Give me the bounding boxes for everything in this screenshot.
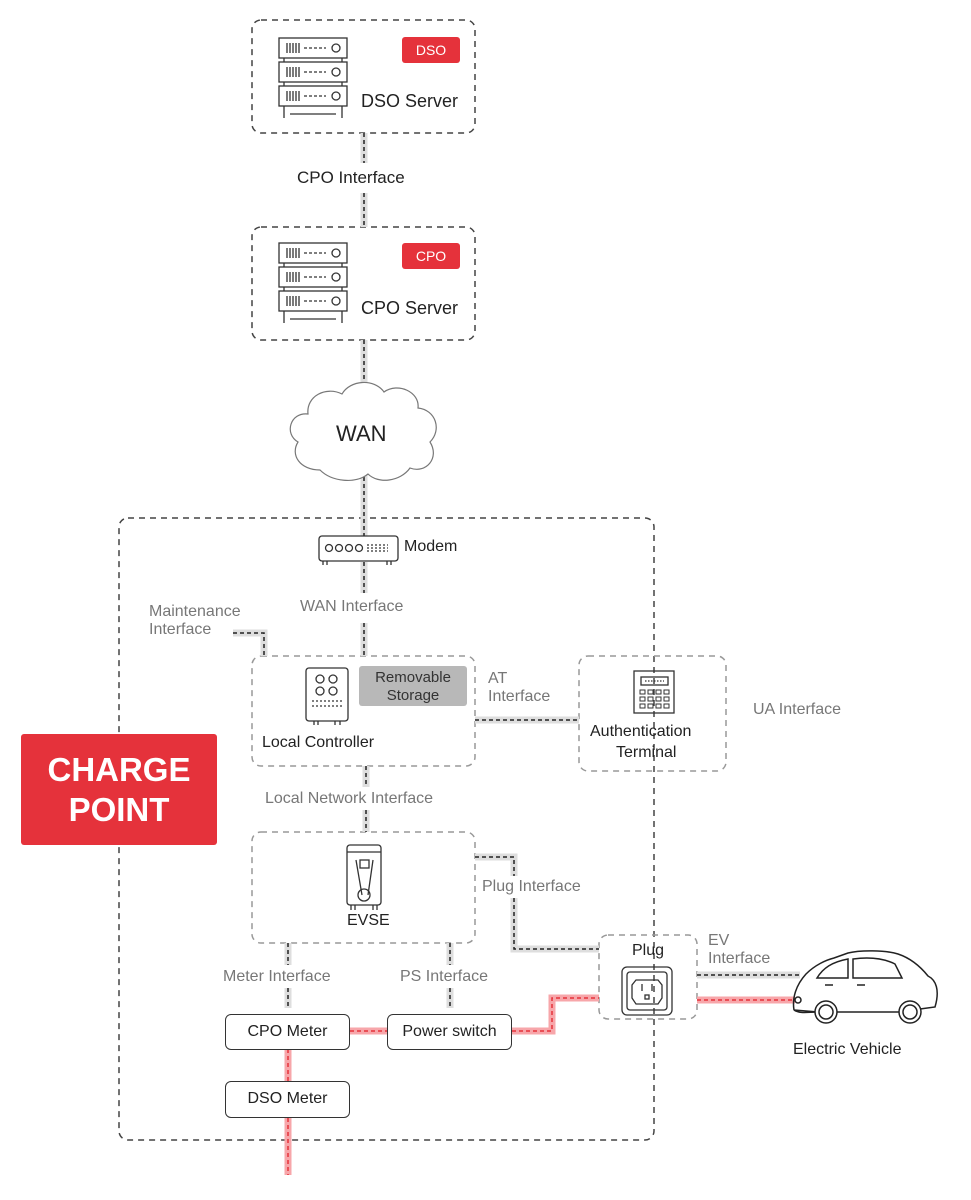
dso-meter-box: DSO Meter (225, 1081, 350, 1118)
auth-terminal-label-1: Authentication (590, 723, 692, 740)
keypad-terminal-icon (633, 670, 675, 714)
plug-box (598, 934, 698, 1020)
maintenance-interface-label-2: Interface (149, 621, 212, 638)
charge-point-badge: CHARGE POINT (21, 734, 217, 845)
removable-storage-line1: Removable (375, 669, 451, 686)
plug-label: Plug (632, 942, 665, 959)
modem-icon (318, 535, 399, 565)
cpo-server-rack-icon (278, 242, 348, 323)
plug-interface-label: Plug Interface (482, 878, 581, 895)
power-switch-box: Power switch (387, 1014, 512, 1050)
socket-outlet-icon (621, 966, 673, 1016)
power-ps-plug-halo (512, 994, 599, 1035)
evse-charger-icon (346, 844, 382, 910)
cpo-badge: CPO (402, 243, 460, 269)
local-controller-label: Local Controller (262, 734, 375, 751)
ev-interface-label-1: EV (708, 932, 730, 949)
ev-interface-label-2: Interface (708, 950, 771, 967)
modem-label: Modem (404, 538, 458, 555)
link-plug-if-halo (475, 853, 599, 953)
auth-terminal-label-2: Terminal (616, 744, 677, 761)
dso-server-rack-icon (278, 37, 348, 118)
removable-storage-line2: Storage (386, 687, 440, 704)
controller-icon (305, 667, 349, 725)
wan-label: WAN (336, 421, 387, 446)
charge-point-line1: CHARGE (47, 751, 191, 788)
wan-cloud-icon (289, 381, 437, 481)
removable-storage: Removable Storage (359, 666, 467, 706)
auth-terminal-box (578, 655, 727, 772)
maintenance-interface-label-1: Maintenance (149, 603, 241, 620)
ps-interface-label: PS Interface (400, 968, 489, 985)
meter-interface-label: Meter Interface (223, 968, 331, 985)
cpo-meter-box: CPO Meter (225, 1014, 350, 1050)
evse-label: EVSE (347, 912, 390, 929)
local-network-interface-label: Local Network Interface (265, 790, 434, 807)
car-icon (792, 950, 938, 1024)
cpo-interface-label: CPO Interface (297, 168, 405, 187)
wan-interface-label: WAN Interface (300, 598, 404, 615)
electric-vehicle-label: Electric Vehicle (793, 1041, 902, 1058)
cpo-server-label: CPO Server (361, 298, 459, 318)
dso-server-label: DSO Server (361, 91, 459, 111)
at-interface-label-2: Interface (488, 688, 551, 705)
dso-badge: DSO (402, 37, 460, 63)
ua-interface-label: UA Interface (753, 701, 842, 718)
at-interface-label-1: AT (488, 670, 508, 687)
charge-point-line2: POINT (68, 791, 170, 828)
link-maintenance-halo (233, 629, 268, 656)
